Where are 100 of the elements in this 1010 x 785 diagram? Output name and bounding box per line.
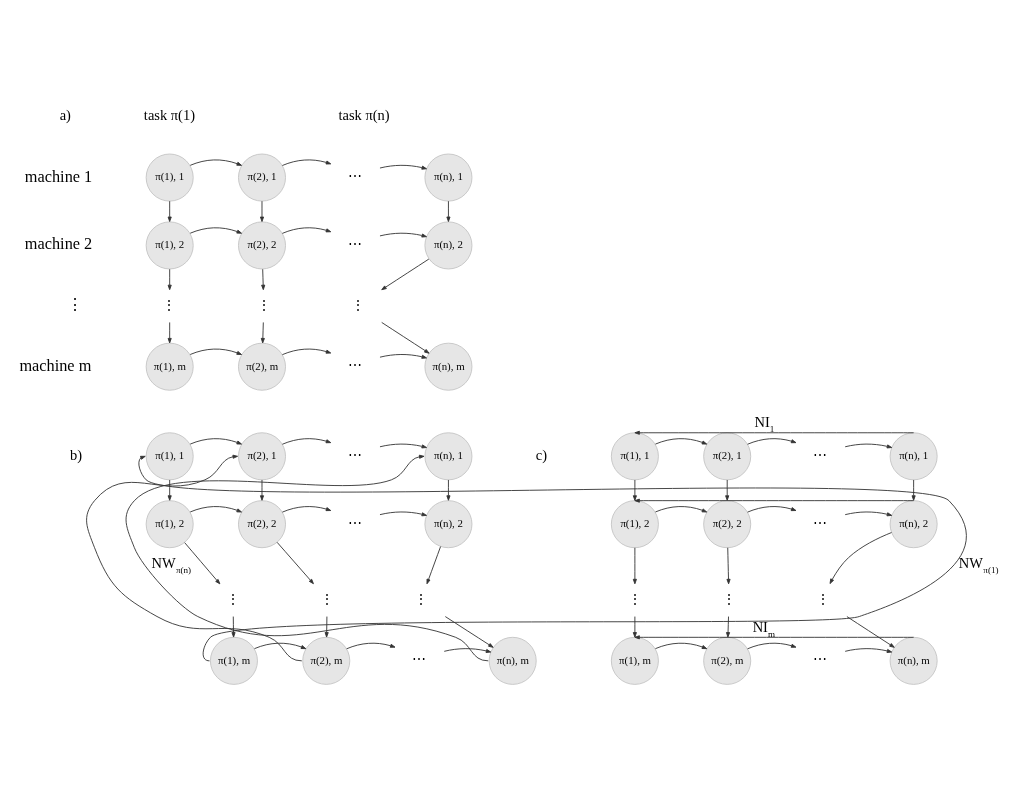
node-text: ⋮	[627, 590, 642, 607]
arrow	[379, 164, 427, 170]
node-text: ⋮	[319, 590, 334, 607]
node-circle: π(1), 1	[145, 432, 194, 481]
arrow	[725, 479, 730, 501]
arrow	[379, 354, 427, 359]
edge-label: NW$_{π(n)}$	[151, 555, 192, 576]
node-text: ⋯	[813, 514, 828, 531]
node-circle: π(1), 1	[145, 153, 194, 202]
arrow	[125, 454, 489, 662]
arrow	[426, 546, 442, 585]
node-text: ⋯	[347, 514, 362, 531]
arrow	[260, 321, 265, 344]
label: b)	[70, 446, 83, 463]
node-text: ⋯	[813, 651, 828, 668]
arrow	[189, 159, 242, 166]
arrow	[281, 506, 332, 513]
edge-label: NI$_{m}$	[752, 618, 776, 639]
node-text: ⋯	[347, 446, 362, 463]
arrow	[444, 616, 494, 648]
arrow	[654, 506, 708, 513]
arrow	[446, 479, 451, 501]
label: ⋮	[67, 295, 84, 315]
arrow	[281, 438, 332, 445]
edge-label: NI$_{1}$	[754, 414, 775, 435]
edge-label: NW$_{π(1)}$	[958, 555, 999, 576]
arrow	[844, 511, 893, 517]
arrow	[281, 227, 332, 234]
arrow	[281, 159, 332, 166]
arrow	[726, 547, 731, 585]
arrow	[379, 511, 427, 517]
node-text: ⋮	[414, 590, 429, 607]
arrow	[634, 498, 915, 503]
node-text: ⋯	[347, 357, 362, 374]
node-circle: π(1), 2	[145, 500, 194, 549]
label: task π(1)	[143, 107, 195, 124]
arrow	[379, 232, 427, 238]
node-circle: π(n), 2	[424, 221, 473, 270]
node-circle: π(n), 1	[889, 432, 938, 481]
arrow	[446, 200, 451, 222]
arrow	[346, 642, 396, 650]
node-text: ⋯	[813, 446, 828, 463]
label: machine 2	[24, 234, 93, 254]
arrow	[167, 200, 172, 222]
node-circle: π(n), 2	[424, 500, 473, 549]
node-text: ⋮	[350, 296, 365, 313]
arrow	[747, 642, 797, 650]
label: machine m	[19, 355, 92, 375]
arrow	[86, 454, 303, 662]
arrow	[138, 455, 967, 662]
arrow	[167, 268, 172, 291]
arrow	[443, 648, 492, 653]
arrow	[167, 321, 172, 344]
node-text: ⋮	[721, 590, 736, 607]
node-circle: π(n), 1	[424, 432, 473, 481]
arrow	[747, 506, 797, 513]
arrow	[634, 430, 915, 435]
arrow	[654, 642, 708, 650]
arrow	[911, 479, 916, 501]
node-text: ⋯	[347, 235, 362, 252]
node-circle: π(1), m	[145, 342, 194, 391]
arrow	[726, 616, 731, 638]
arrow	[846, 616, 895, 648]
arrow	[189, 506, 242, 513]
arrow	[259, 200, 265, 222]
node-circle: π(n), 2	[889, 500, 938, 549]
arrow	[261, 268, 266, 291]
node-text: ⋯	[412, 651, 427, 668]
arrow	[632, 616, 637, 638]
label: a)	[59, 107, 71, 124]
arrow	[189, 227, 242, 234]
node-text: ⋮	[225, 590, 240, 607]
node-text: ⋮	[256, 296, 271, 313]
arrow	[654, 438, 708, 445]
node-circle: π(n), 1	[424, 153, 473, 202]
arrow	[747, 438, 797, 445]
label: c)	[535, 446, 548, 463]
node-circle: π(1), 2	[145, 221, 194, 270]
arrow	[281, 348, 332, 356]
arrow	[324, 616, 329, 638]
arrow	[189, 438, 242, 445]
arrow	[829, 532, 892, 585]
arrow	[844, 443, 893, 449]
arrow	[381, 258, 430, 291]
arrow	[184, 542, 221, 585]
arrow	[634, 635, 915, 640]
label: task π(n)	[338, 107, 390, 124]
arrow	[381, 321, 430, 354]
arrow	[259, 479, 265, 501]
arrow	[189, 348, 242, 355]
node-circle: π(1), m	[209, 636, 258, 685]
arrow	[844, 648, 893, 653]
arrow	[632, 547, 637, 585]
arrow	[379, 443, 427, 449]
node-text: ⋮	[815, 590, 830, 607]
node-text: ⋯	[347, 167, 362, 184]
label: machine 1	[24, 166, 93, 186]
arrow	[632, 479, 637, 501]
node-text: ⋮	[162, 296, 177, 313]
arrow	[276, 541, 314, 585]
